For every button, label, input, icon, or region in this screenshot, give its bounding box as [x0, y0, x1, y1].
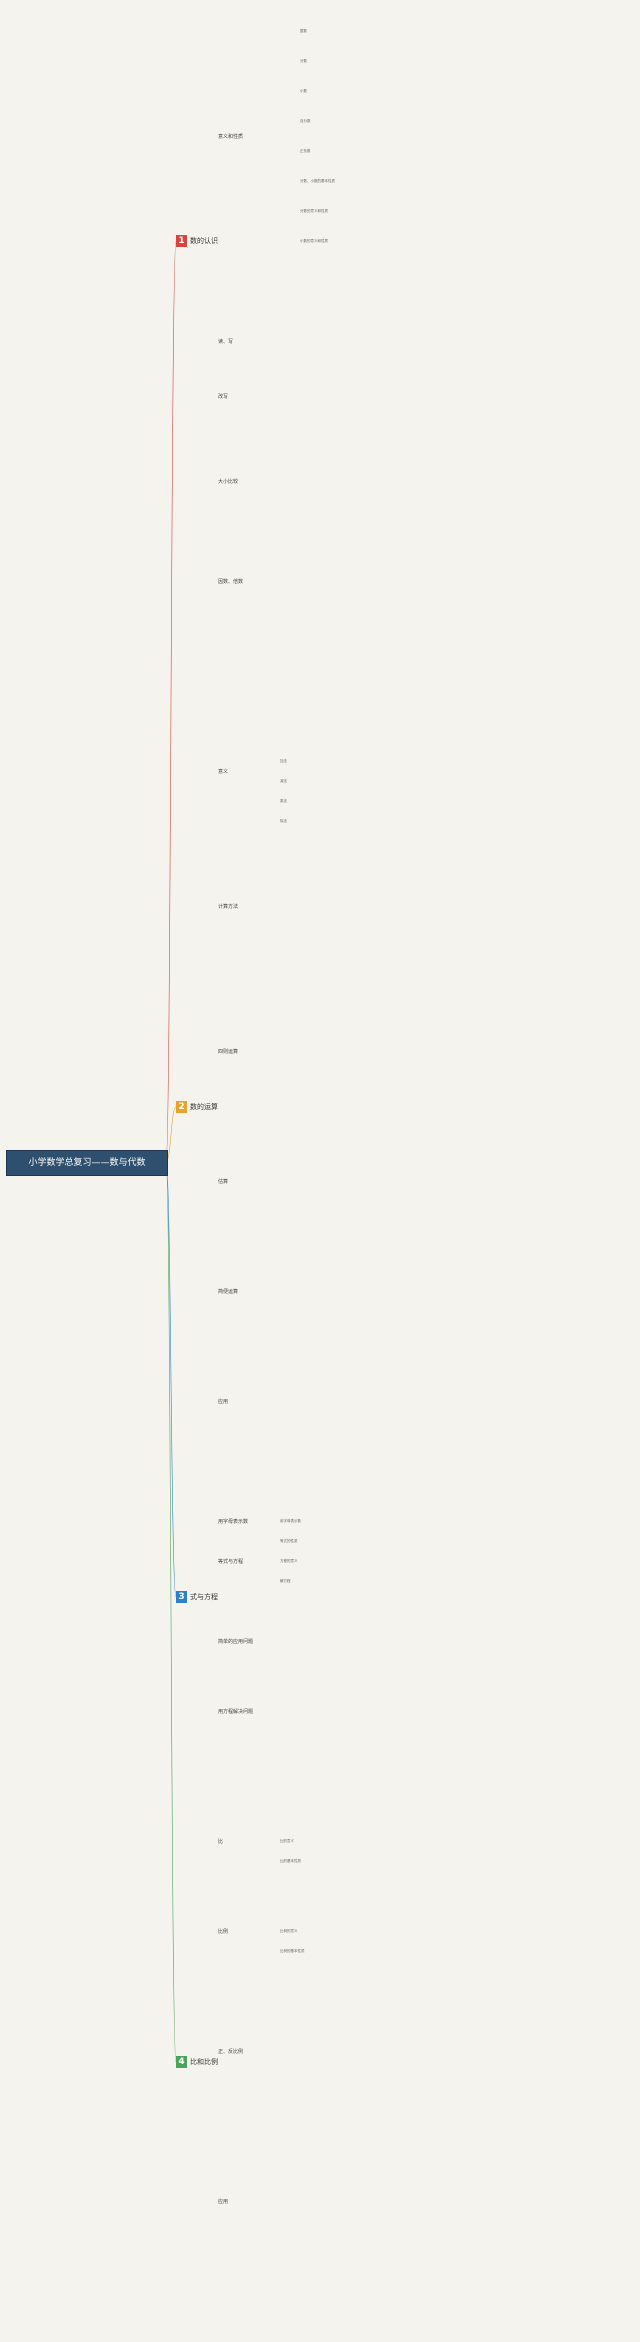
connector-line: [165, 240, 177, 1163]
branch-node[interactable]: 2 数的运算: [176, 1100, 218, 1114]
section-label: 用字母表示数: [218, 1519, 249, 1525]
section-label: 简单的应用问题: [218, 1639, 254, 1645]
branch-number-badge: 2: [176, 1101, 187, 1113]
section-label: 简便运算: [218, 1289, 239, 1295]
leaf-item: 正负数: [300, 149, 311, 153]
leaf-item: 等式的性质: [280, 1539, 298, 1543]
section-label: 比例: [218, 1929, 229, 1935]
leaf-item: 解方程: [280, 1579, 291, 1583]
section-label: 改写: [218, 394, 229, 400]
root-title: 小学数学总复习——数与代数: [28, 1157, 146, 1168]
section-label: 等式与方程: [218, 1559, 244, 1565]
section-label: 读、写: [218, 339, 234, 345]
leaf-item: 除法: [280, 819, 287, 823]
leaf-item: 小数: [300, 89, 307, 93]
leaf-item: 加法: [280, 759, 287, 763]
branch-node[interactable]: 4 比和比例: [176, 2055, 218, 2069]
section-label: 估算: [218, 1179, 229, 1185]
section-label: 大小比较: [218, 479, 239, 485]
section-label: 因数、倍数: [218, 579, 244, 585]
section-label: 意义: [218, 769, 229, 775]
leaf-item: 整数: [300, 29, 307, 33]
section-label: 应用: [218, 1399, 229, 1405]
root-node[interactable]: 小学数学总复习——数与代数: [6, 1150, 168, 1176]
leaf-item: 分数: [300, 59, 307, 63]
branch-label: 数的认识: [190, 236, 218, 245]
leaf-item: 用字母表示数: [280, 1519, 301, 1523]
branch-label: 数的运算: [190, 1102, 218, 1111]
leaf-item: 分数的意义和性质: [300, 209, 328, 213]
section-label: 用方程解决问题: [218, 1709, 254, 1715]
branch-node[interactable]: 3 式与方程: [176, 1590, 218, 1604]
leaf-item: 比例的基本性质: [280, 1949, 305, 1953]
leaf-item: 小数的意义和性质: [300, 239, 328, 243]
leaf-item: 比的基本性质: [280, 1859, 301, 1863]
leaf-item: 比例的意义: [280, 1929, 298, 1933]
connector-line: [165, 1161, 177, 2063]
leaf-item: 方程的意义: [280, 1559, 298, 1563]
leaf-item: 百分数: [300, 119, 311, 123]
section-label: 正、反比例: [218, 2049, 244, 2055]
leaf-item: 比的意义: [280, 1839, 294, 1843]
branch-number-badge: 4: [176, 2056, 187, 2068]
branch-label: 式与方程: [190, 1592, 218, 1601]
leaf-item: 分数、小数的基本性质: [300, 179, 335, 183]
branch-number-badge: 1: [176, 235, 187, 247]
section-label: 意义和性质: [218, 134, 244, 140]
branch-node[interactable]: 1 数的认识: [176, 234, 218, 248]
section-label: 计算方法: [218, 904, 239, 910]
branch-label: 比和比例: [190, 2057, 218, 2066]
section-label: 应用: [218, 2199, 229, 2205]
section-label: 比: [218, 1839, 224, 1845]
section-label: 四则运算: [218, 1049, 239, 1055]
branch-number-badge: 3: [176, 1591, 187, 1603]
leaf-item: 减法: [280, 779, 287, 783]
leaf-item: 乘法: [280, 799, 287, 803]
connector-line: [165, 1161, 177, 1598]
